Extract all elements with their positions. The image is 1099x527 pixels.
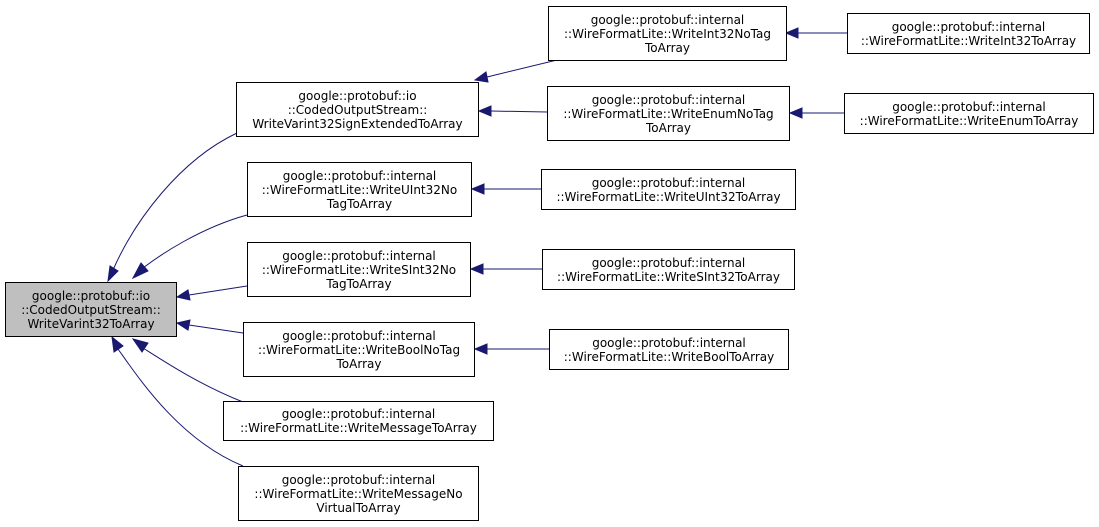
node-uint32notag-line-1: google::protobuf::internal xyxy=(282,168,437,183)
node-message-line-1: google::protobuf::internal xyxy=(281,407,436,421)
node-writemessagenovirtualtoarray[interactable]: google::protobuf::internal ::WireFormatL… xyxy=(238,466,479,521)
edge-message-to-root-arrowhead xyxy=(131,338,149,353)
edge-messagenovirtual-to-root-arrowhead xyxy=(111,335,124,353)
edge-sint32-to-sint32notag-arrowhead xyxy=(469,263,484,275)
node-int32-line-2: ::WireFormatLite::WriteInt32ToArray xyxy=(860,33,1077,48)
edge-enumnotag-to-signext-arrowhead xyxy=(477,105,492,117)
node-sint32notag-line-2: ::WireFormatLite::WriteSInt32No xyxy=(261,262,457,277)
edge-sint32notag-to-root xyxy=(188,285,248,296)
edge-bool-to-boolnotag-arrowhead xyxy=(473,343,488,355)
node-bool-line-2: ::WireFormatLite::WriteBoolToArray xyxy=(563,349,775,364)
node-int32notag-line-3: ToArray xyxy=(645,40,690,55)
node-signext-line-2: ::CodedOutputStream:: xyxy=(287,102,428,117)
node-int32notag-line-1: google::protobuf::internal xyxy=(590,12,745,27)
node-writemessagetoarray[interactable]: google::protobuf::internal ::WireFormatL… xyxy=(223,401,494,441)
node-signext-line-3: WriteVarint32SignExtendedToArray xyxy=(252,116,463,131)
node-writeint32notagtoarray[interactable]: google::protobuf::internal ::WireFormatL… xyxy=(548,6,787,61)
node-root-line-3: WriteVarint32ToArray xyxy=(27,316,155,331)
node-writeuint32notagtoarray[interactable]: google::protobuf::internal ::WireFormatL… xyxy=(247,162,472,217)
edge-boolnotag-to-root xyxy=(188,324,244,334)
node-root-line-1: google::protobuf::io xyxy=(31,288,151,303)
node-uint32notag-line-3: TagToArray xyxy=(326,196,393,211)
node-enumnotag-line-2: ::WireFormatLite::WriteEnumNoTag xyxy=(563,106,774,121)
node-root-line-2: ::CodedOutputStream:: xyxy=(21,302,161,317)
node-message-line-2: ::WireFormatLite::WriteMessageToArray xyxy=(240,421,477,435)
node-writeuint32toarray[interactable]: google::protobuf::internal ::WireFormatL… xyxy=(541,169,796,210)
node-writeint32toarray[interactable]: google::protobuf::internal ::WireFormatL… xyxy=(847,13,1090,54)
edge-enum-to-enumnotag-arrowhead xyxy=(788,107,803,119)
node-messagenovirtual-line-3: VirtualToArray xyxy=(316,500,401,515)
node-messagenovirtual-line-1: google::protobuf::internal xyxy=(281,472,436,487)
edge-int32notag-to-signext xyxy=(486,59,558,78)
edge-messagenovirtual-to-root xyxy=(117,348,244,467)
node-signext-line-1: google::protobuf::io xyxy=(298,88,417,103)
edge-enumnotag-to-signext xyxy=(490,110,548,113)
node-int32notag-line-2: ::WireFormatLite::WriteInt32NoTag xyxy=(564,26,771,41)
edge-int32-to-int32notag-arrowhead xyxy=(784,27,799,39)
edge-boolnotag-to-root-arrowhead xyxy=(175,319,191,331)
node-writesint32toarray[interactable]: google::protobuf::internal ::WireFormatL… xyxy=(542,249,795,290)
node-enumnotag-line-3: ToArray xyxy=(646,120,691,135)
node-bool-line-1: google::protobuf::internal xyxy=(592,335,746,350)
edge-message-to-root xyxy=(142,347,244,403)
node-boolnotag-line-2: ::WireFormatLite::WriteBoolNoTag xyxy=(257,342,461,357)
node-writesint32notagtoarray[interactable]: google::protobuf::internal ::WireFormatL… xyxy=(247,242,471,297)
edge-signext-to-root-arrowhead xyxy=(107,265,119,283)
node-messagenovirtual-line-2: ::WireFormatLite::WriteMessageNo xyxy=(254,486,463,501)
node-boolnotag-line-1: google::protobuf::internal xyxy=(282,328,436,343)
edge-int32notag-to-signext-arrowhead xyxy=(473,71,489,83)
node-writeenumtoarray[interactable]: google::protobuf::internal ::WireFormatL… xyxy=(844,93,1094,134)
edge-uint32notag-to-root xyxy=(142,214,248,269)
edge-sint32notag-to-root-arrowhead xyxy=(175,289,191,301)
node-enumnotag-line-1: google::protobuf::internal xyxy=(591,92,746,107)
edge-uint32notag-to-root-arrowhead xyxy=(131,262,149,280)
node-writeboolnotagtoarray[interactable]: google::protobuf::internal ::WireFormatL… xyxy=(243,322,475,377)
edge-uint32-to-uint32notag-arrowhead xyxy=(470,183,485,195)
node-root-writevarint32toarray: google::protobuf::io ::CodedOutputStream… xyxy=(5,282,177,337)
node-enum-line-2: ::WireFormatLite::WriteEnumToArray xyxy=(859,113,1079,128)
node-sint32notag-line-1: google::protobuf::internal xyxy=(282,248,436,263)
node-writebooltoarray[interactable]: google::protobuf::internal ::WireFormatL… xyxy=(549,329,789,370)
node-sint32-line-2: ::WireFormatLite::WriteSInt32ToArray xyxy=(557,269,780,284)
node-uint32-line-2: ::WireFormatLite::WriteUInt32ToArray xyxy=(556,189,781,204)
node-sint32notag-line-3: TagToArray xyxy=(326,276,392,291)
node-writevarint32signextendedtoarray[interactable]: google::protobuf::io ::CodedOutputStream… xyxy=(236,82,479,137)
node-boolnotag-line-3: ToArray xyxy=(336,356,382,371)
node-uint32notag-line-2: ::WireFormatLite::WriteUInt32No xyxy=(261,182,458,197)
node-sint32-line-1: google::protobuf::internal xyxy=(591,255,746,270)
node-uint32-line-1: google::protobuf::internal xyxy=(591,175,746,190)
node-int32-line-1: google::protobuf::internal xyxy=(891,19,1046,34)
edge-signext-to-root xyxy=(112,132,238,271)
node-writeenumnotagtoarray[interactable]: google::protobuf::internal ::WireFormatL… xyxy=(547,86,790,141)
node-enum-line-1: google::protobuf::internal xyxy=(892,99,1046,114)
